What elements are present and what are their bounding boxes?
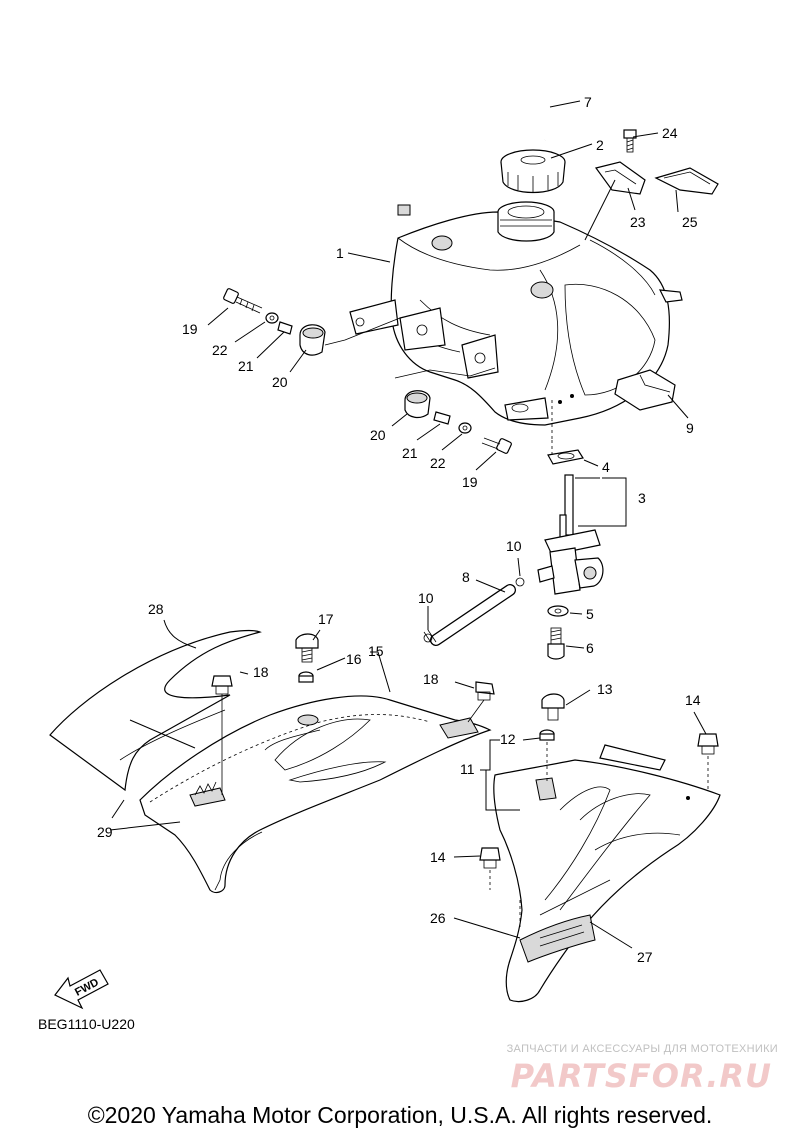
callout-7: 7 xyxy=(584,94,592,110)
watermark-tagline: ЗАПЧАСТИ И АКСЕССУАРЫ ДЛЯ МОТОТЕХНИКИ xyxy=(506,1043,778,1055)
side-cover-left xyxy=(49,629,492,894)
callout-1: 1 xyxy=(336,245,344,261)
callout-labels: 7 2 24 23 25 1 19 22 21 20 9 20 21 22 19… xyxy=(97,94,701,965)
callout-22-lower: 22 xyxy=(430,455,446,471)
callout-10-upper: 10 xyxy=(506,538,522,554)
callout-14-bottom: 14 xyxy=(430,849,446,865)
fuel-hose-8 xyxy=(423,577,525,646)
callout-20-lower: 20 xyxy=(370,427,386,443)
bolt-24 xyxy=(623,129,637,153)
clip-25 xyxy=(654,167,719,195)
bracket-23 xyxy=(594,161,646,195)
fuel-cock xyxy=(537,440,604,595)
diagram-code: BEG1110-U220 xyxy=(38,1016,135,1032)
bracket-9 xyxy=(614,369,676,411)
callout-3: 3 xyxy=(638,490,646,506)
callout-23: 23 xyxy=(630,214,646,230)
screw-17 xyxy=(295,633,319,663)
callout-26: 26 xyxy=(430,910,446,926)
fuel-tank xyxy=(349,201,683,440)
callout-18-left: 18 xyxy=(253,664,269,680)
callout-28: 28 xyxy=(148,601,164,617)
tank-mount-left-hardware xyxy=(223,288,401,356)
callout-9: 9 xyxy=(686,420,694,436)
callout-8: 8 xyxy=(462,569,470,585)
callout-19-lower: 19 xyxy=(462,474,478,490)
callout-19-upper: 19 xyxy=(182,321,198,337)
callout-16: 16 xyxy=(346,651,362,667)
callout-4: 4 xyxy=(602,459,610,475)
callout-29: 29 xyxy=(97,824,113,840)
callout-22-upper: 22 xyxy=(212,342,228,358)
callout-14-top: 14 xyxy=(685,692,701,708)
callout-15: 15 xyxy=(368,643,384,659)
washer-5 xyxy=(547,605,569,617)
callout-27: 27 xyxy=(637,949,653,965)
callout-2: 2 xyxy=(596,137,604,153)
screw-14-top xyxy=(697,733,719,792)
callout-24: 24 xyxy=(662,125,678,141)
grommet-12 xyxy=(539,729,555,782)
screw-13 xyxy=(541,693,565,721)
fuel-cap xyxy=(500,149,566,193)
grommet-16 xyxy=(298,671,314,683)
tank-mount-lower-hardware xyxy=(394,367,512,454)
bolt-6 xyxy=(547,627,565,660)
callout-21-lower: 21 xyxy=(402,445,418,461)
callout-10-lower: 10 xyxy=(418,590,434,606)
watermark-logo: PARTSFOR.RU xyxy=(510,1057,772,1095)
callout-6: 6 xyxy=(586,640,594,656)
callout-21-upper: 21 xyxy=(238,358,254,374)
callout-12: 12 xyxy=(500,731,516,747)
callout-5: 5 xyxy=(586,606,594,622)
callout-25: 25 xyxy=(682,214,698,230)
callout-17: 17 xyxy=(318,611,334,627)
copyright-notice: ©2020 Yamaha Motor Corporation, U.S.A. A… xyxy=(87,1102,713,1128)
leader-lines xyxy=(109,100,707,949)
fuel-breather-hose xyxy=(397,91,551,216)
screw-18-right xyxy=(467,681,495,723)
callout-18-right: 18 xyxy=(423,671,439,687)
side-cover-right xyxy=(493,744,721,1003)
forward-direction-arrow: FWD xyxy=(54,969,109,1010)
callout-20-upper: 20 xyxy=(272,374,288,390)
screw-18-left xyxy=(211,675,233,795)
callout-13: 13 xyxy=(597,681,613,697)
callout-11: 11 xyxy=(460,761,475,777)
screw-14-bottom xyxy=(479,847,501,890)
